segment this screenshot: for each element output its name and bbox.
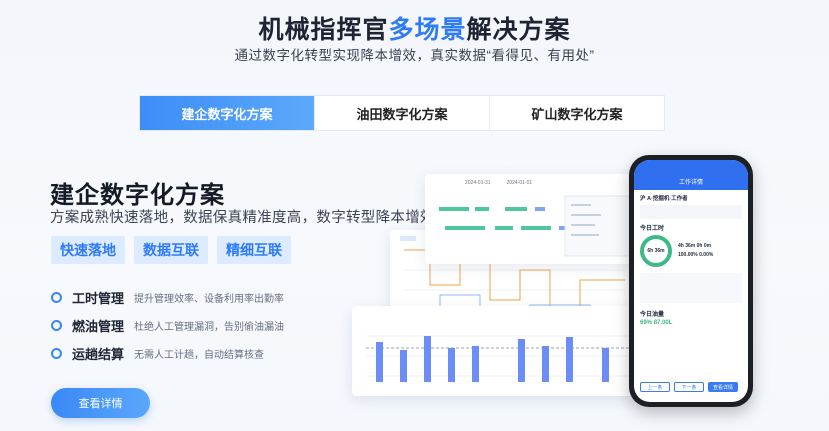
- stat-idle: 0h 0m: [696, 243, 712, 249]
- bullet-icon: [51, 347, 62, 359]
- feature-title: 燃油管理: [72, 318, 125, 334]
- bullet-icon: [51, 291, 62, 303]
- gantt-panel: 2024-01-31 2024-01-01: [425, 174, 637, 264]
- title-part1: 机械指挥官: [258, 16, 389, 44]
- view-details-button[interactable]: 查看详情: [51, 388, 150, 418]
- page-subtitle: 通过数字化转型实现降本增效，真实数据“看得见、有用处”: [234, 48, 595, 63]
- page-title: 机械指挥官多场景解决方案: [0, 10, 829, 46]
- bar-chart-panel: [352, 306, 636, 396]
- tab-mining[interactable]: 矿山数字化方案: [531, 106, 623, 122]
- title-highlight: 多场景: [388, 16, 467, 44]
- gantt-start-date: 2024-01-31: [465, 180, 491, 186]
- ring-value: 6h 36m: [647, 248, 665, 254]
- phone-header: 工作详情: [634, 160, 748, 190]
- tag-fast-deploy: 快速落地: [51, 236, 125, 264]
- feature-desc: 提升管理效率、设备利用率出勤率: [134, 293, 285, 305]
- phone-details-button[interactable]: 查看详情: [708, 382, 738, 392]
- phone-section-fuel: 今日油量: [640, 312, 665, 318]
- solution-description: 方案成熟快速落地，数据保真精准度高，数字转型降本增效: [50, 210, 435, 226]
- bullet-icon: [51, 319, 62, 331]
- hours-ring: 6h 36m: [640, 235, 672, 267]
- tag-data-interconnect: 数据互联: [134, 236, 208, 264]
- feature-item: 运趟结算 无需人工计趟，自动结算核查: [51, 339, 284, 367]
- phone-mockup: 工作详情 沪 A·挖掘机·工作者 今日工时 6h 36m 4h 36m 0h 0…: [629, 155, 753, 407]
- fuel-pct: 69%: [640, 320, 653, 326]
- feature-title: 工时管理: [72, 290, 125, 306]
- stat-work: 4h 36m: [678, 243, 696, 249]
- bar-chart-illustration: [366, 335, 632, 382]
- pct-work: 100.00%: [678, 252, 698, 258]
- prev-button[interactable]: 上一条: [640, 382, 670, 392]
- gantt-end-date: 2024-01-01: [506, 180, 533, 186]
- phone-vehicle: 沪 A·挖掘机·工作者: [640, 196, 688, 202]
- pct-idle: 0.00%: [699, 252, 714, 258]
- tag-list: 快速落地 数据互联 精细互联: [51, 236, 291, 264]
- tag-fine-interconnect: 精细互联: [217, 236, 291, 264]
- feature-title: 运趟结算: [72, 346, 125, 362]
- phone-section-hours: 今日工时: [640, 226, 665, 232]
- title-part2: 解决方案: [466, 16, 571, 44]
- feature-desc: 无需人工计趟，自动结算核查: [134, 349, 265, 361]
- feature-item: 工时管理 提升管理效率、设备利用率出勤率: [51, 283, 284, 311]
- feature-item: 燃油管理 杜绝人工管理漏洞，告别偷油漏油: [51, 311, 284, 339]
- solution-heading: 建企数字化方案: [50, 182, 225, 209]
- tab-construction[interactable]: 建企数字化方案: [140, 96, 315, 130]
- gantt-illustration: [439, 195, 632, 257]
- feature-desc: 杜绝人工管理漏洞，告别偷油漏油: [134, 321, 285, 333]
- tab-oilfield[interactable]: 油田数字化方案: [315, 96, 490, 130]
- next-button[interactable]: 下一条: [674, 382, 704, 392]
- feature-list: 工时管理 提升管理效率、设备利用率出勤率 燃油管理 杜绝人工管理漏洞，告别偷油漏…: [51, 283, 284, 367]
- fuel-liters: 87.00L: [653, 320, 673, 326]
- solution-tabs: 建企数字化方案 油田数字化方案 矿山数字化方案: [139, 95, 665, 131]
- phone-screen: 工作详情 沪 A·挖掘机·工作者 今日工时 6h 36m 4h 36m 0h 0…: [634, 160, 748, 402]
